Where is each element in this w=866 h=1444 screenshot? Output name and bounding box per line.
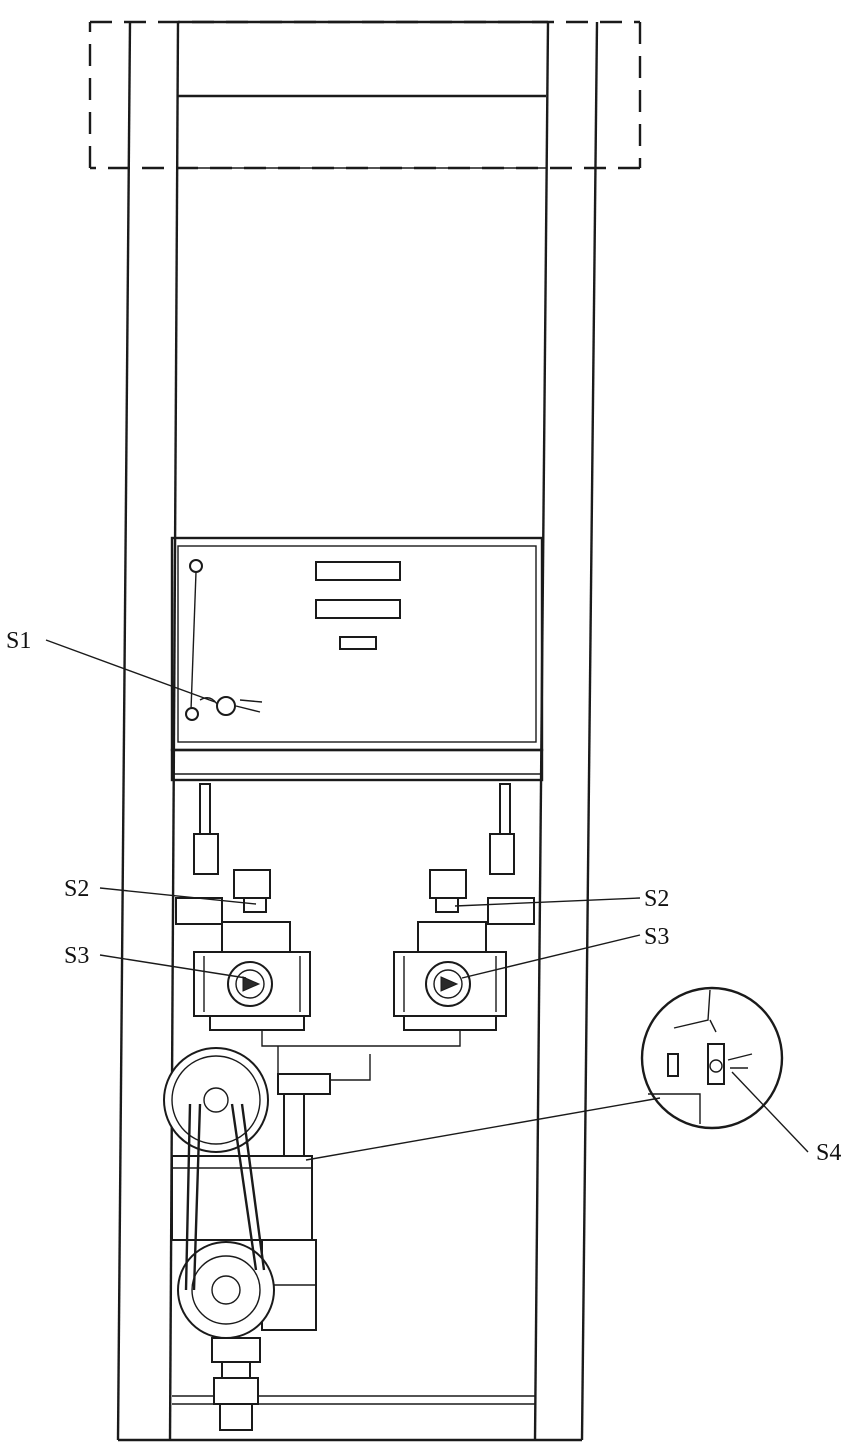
label-s3-right: S3 (644, 924, 669, 950)
seal-s1 (216, 696, 236, 716)
left-pulser (233, 869, 271, 899)
pump-pulley (163, 1047, 269, 1153)
seal-screw-top (189, 559, 203, 573)
pump-motor-assembly (163, 1047, 317, 1431)
leader-s2-left (99, 887, 257, 905)
display-window-3 (339, 636, 377, 650)
leader-s3-right (461, 934, 641, 979)
right-pulser (429, 869, 467, 899)
display-panel (170, 536, 544, 782)
leader-lines (45, 639, 809, 1161)
nozzle-pipes (193, 783, 515, 875)
label-s2-left: S2 (64, 876, 89, 902)
leader-s3-left (99, 954, 247, 979)
seal-screw-bottom (185, 707, 199, 721)
right-meter-assembly (393, 869, 535, 1031)
display-window-2 (315, 599, 401, 619)
leader-s2-right (454, 897, 641, 907)
label-s1: S1 (6, 628, 31, 654)
leader-detail (305, 1097, 661, 1161)
leader-s1 (45, 639, 216, 703)
label-s3-left: S3 (64, 943, 89, 969)
display-window-1 (315, 561, 401, 581)
left-meter-assembly (175, 869, 311, 1031)
leader-s4 (731, 1071, 809, 1153)
manifold-piping (261, 1030, 461, 1095)
detail-view-circle (640, 986, 784, 1130)
label-s2-right: S2 (644, 886, 669, 912)
label-s4: S4 (816, 1140, 841, 1166)
